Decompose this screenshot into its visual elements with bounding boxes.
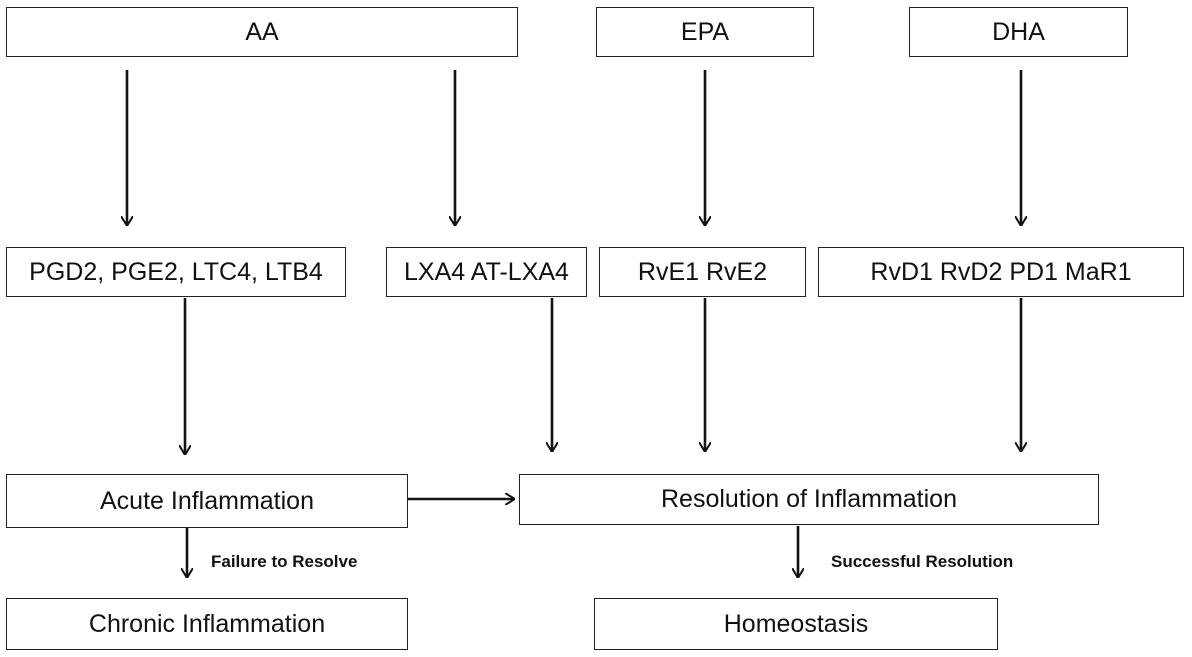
node-chronic-inflammation: Chronic Inflammation bbox=[6, 598, 408, 650]
node-aa: AA bbox=[6, 7, 518, 57]
node-lipoxins: LXA4 AT-LXA4 bbox=[386, 247, 587, 297]
node-dha: DHA bbox=[909, 7, 1128, 57]
node-homeostasis: Homeostasis bbox=[594, 598, 998, 650]
node-resolution-of-inflammation: Resolution of Inflammation bbox=[519, 474, 1099, 525]
label-successful-resolution: Successful Resolution bbox=[831, 552, 1014, 571]
label-failure-to-resolve: Failure to Resolve bbox=[211, 552, 358, 571]
node-d-mediators: RvD1 RvD2 PD1 MaR1 bbox=[818, 247, 1184, 297]
node-aa-mediators: PGD2, PGE2, LTC4, LTB4 bbox=[6, 247, 346, 297]
node-epa: EPA bbox=[596, 7, 814, 57]
node-acute-inflammation: Acute Inflammation bbox=[6, 474, 408, 528]
node-e-resolvins: RvE1 RvE2 bbox=[599, 247, 806, 297]
